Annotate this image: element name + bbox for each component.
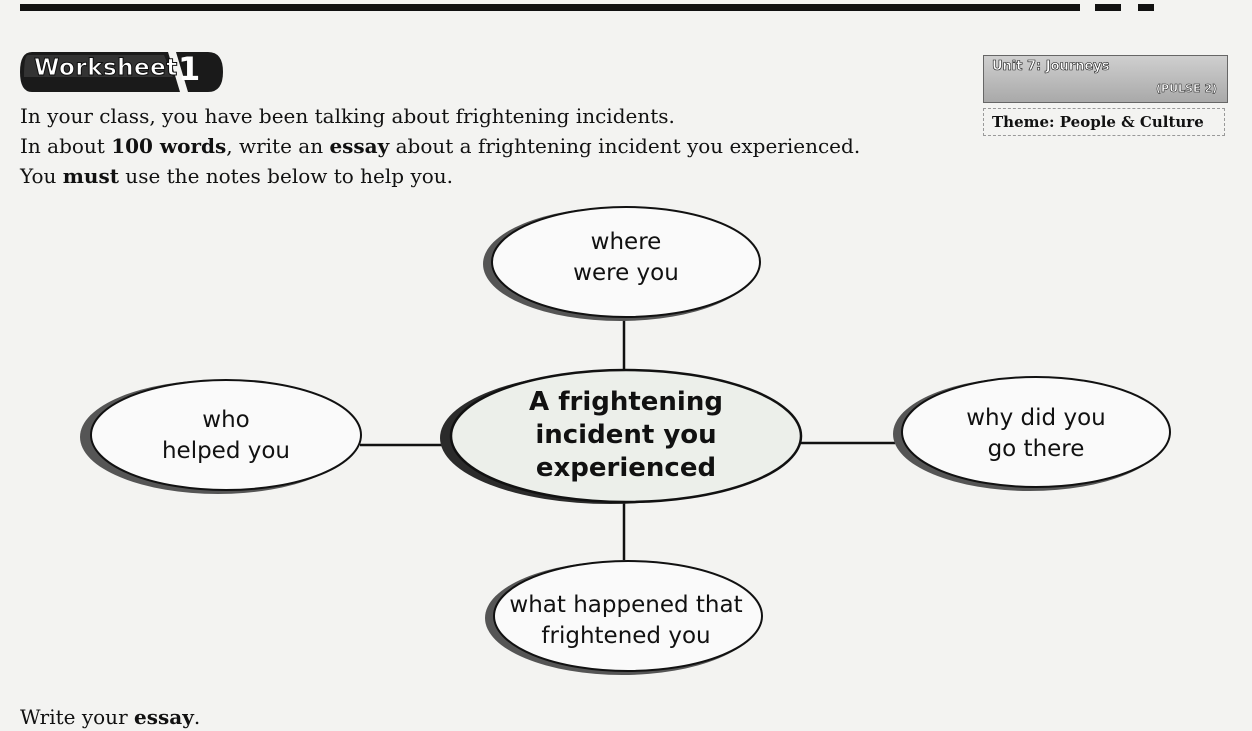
instruction-line-2: In about 100 words, write an essay about… — [20, 134, 861, 158]
instruction-line-3: You must use the notes below to help you… — [20, 164, 454, 188]
top-rule-dash — [1138, 4, 1154, 11]
bubble-left — [90, 379, 362, 491]
unit-series: (PULSE 2) — [1156, 82, 1217, 96]
theme-box: Theme: People & Culture — [983, 108, 1225, 136]
theme-label: Theme: People & Culture — [992, 113, 1204, 131]
top-rule — [20, 4, 1080, 11]
bubble-center — [449, 368, 803, 504]
bubble-bottom — [493, 560, 763, 672]
unit-box: Unit 7: Journeys (PULSE 2) — [983, 55, 1228, 103]
bubble-top — [491, 206, 761, 318]
write-essay-prompt: Write your essay. — [20, 705, 201, 729]
worksheet-number: 1 — [178, 50, 201, 88]
bubble-right — [901, 376, 1171, 488]
worksheet-badge — [20, 52, 223, 92]
worksheet-label: Worksheet — [34, 55, 178, 82]
top-rule-dash — [1095, 4, 1121, 11]
unit-title: Unit 7: Journeys — [992, 59, 1110, 75]
instruction-line-1: In your class, you have been talking abo… — [20, 104, 675, 128]
